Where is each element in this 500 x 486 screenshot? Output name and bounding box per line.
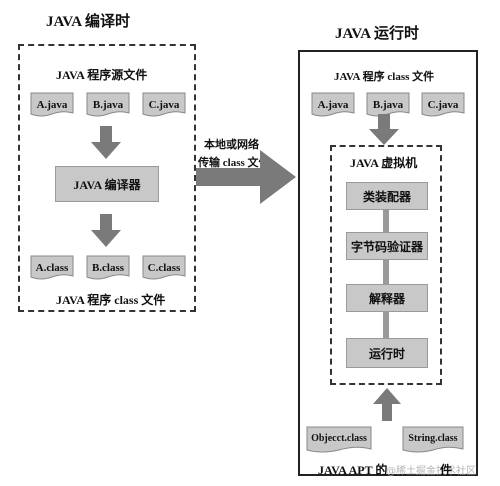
runtime-class-label: JAVA 程序 class 文件 (334, 71, 435, 83)
class-file-a: A.class (30, 255, 74, 281)
class-file-name: C.class (147, 262, 181, 274)
down-arrow-icon (369, 114, 399, 145)
api-file-string: String.class (402, 426, 464, 454)
source-file-c: C.java (142, 92, 186, 118)
run-time-panel (298, 50, 478, 476)
document-icon (402, 426, 464, 453)
document-icon (30, 255, 74, 280)
java-compiler-box: JAVA 编译器 (55, 166, 159, 202)
document-icon (421, 92, 465, 117)
watermark: @稀土掘金技术社区 (386, 466, 476, 477)
runtime-box: 运行时 (346, 338, 428, 368)
source-files-label: JAVA 程序源文件 (56, 68, 148, 82)
jvm-panel (330, 145, 442, 385)
compile-time-panel (18, 44, 196, 312)
compile-time-title: JAVA 编译时 (46, 14, 131, 30)
api-files-label: JAVA APT 的 (318, 463, 388, 477)
api-file-object: Objecct.class (306, 426, 372, 454)
runtime-file-c: C.java (421, 92, 465, 118)
runtime-file-name: B.java (372, 99, 404, 111)
transfer-label-line1: 本地或网络 (204, 139, 259, 151)
run-time-title: JAVA 运行时 (335, 26, 420, 42)
api-file-name: Objecct.class (311, 433, 367, 444)
class-file-name: A.class (35, 262, 69, 274)
document-icon (366, 92, 410, 117)
class-loader-box: 类装配器 (346, 182, 428, 210)
document-icon (142, 255, 186, 280)
source-file-name: C.java (148, 99, 180, 111)
document-icon (142, 92, 186, 117)
class-files-label: JAVA 程序 class 文件 (56, 293, 166, 307)
document-icon (86, 92, 130, 117)
down-arrow-icon (383, 260, 389, 284)
down-arrow-icon (91, 214, 121, 247)
document-icon (306, 426, 372, 453)
runtime-file-a: A.java (311, 92, 355, 118)
up-arrow-icon (373, 388, 401, 421)
right-arrow-icon (196, 150, 296, 204)
api-file-name: String.class (408, 433, 458, 444)
bytecode-verifier-box: 字节码验证器 (346, 232, 428, 260)
jvm-title: JAVA 虚拟机 (350, 156, 418, 170)
class-file-b: B.class (86, 255, 130, 281)
runtime-file-name: C.java (427, 99, 459, 111)
down-arrow-icon (383, 210, 389, 232)
document-icon (86, 255, 130, 280)
source-file-name: B.java (92, 99, 124, 111)
document-icon (30, 92, 74, 117)
source-file-a: A.java (30, 92, 74, 118)
runtime-file-b: B.java (366, 92, 410, 118)
class-file-c: C.class (142, 255, 186, 281)
transfer-label-line2: 传输 class 文件 (198, 157, 270, 169)
interpreter-box: 解释器 (346, 284, 428, 312)
source-file-name: A.java (36, 99, 68, 111)
down-arrow-icon (91, 126, 121, 159)
source-file-b: B.java (86, 92, 130, 118)
class-file-name: B.class (91, 262, 125, 274)
down-arrow-icon (383, 312, 389, 338)
document-icon (311, 92, 355, 117)
api-files-label-tail: 件 (440, 463, 453, 477)
runtime-file-name: A.java (317, 99, 349, 111)
